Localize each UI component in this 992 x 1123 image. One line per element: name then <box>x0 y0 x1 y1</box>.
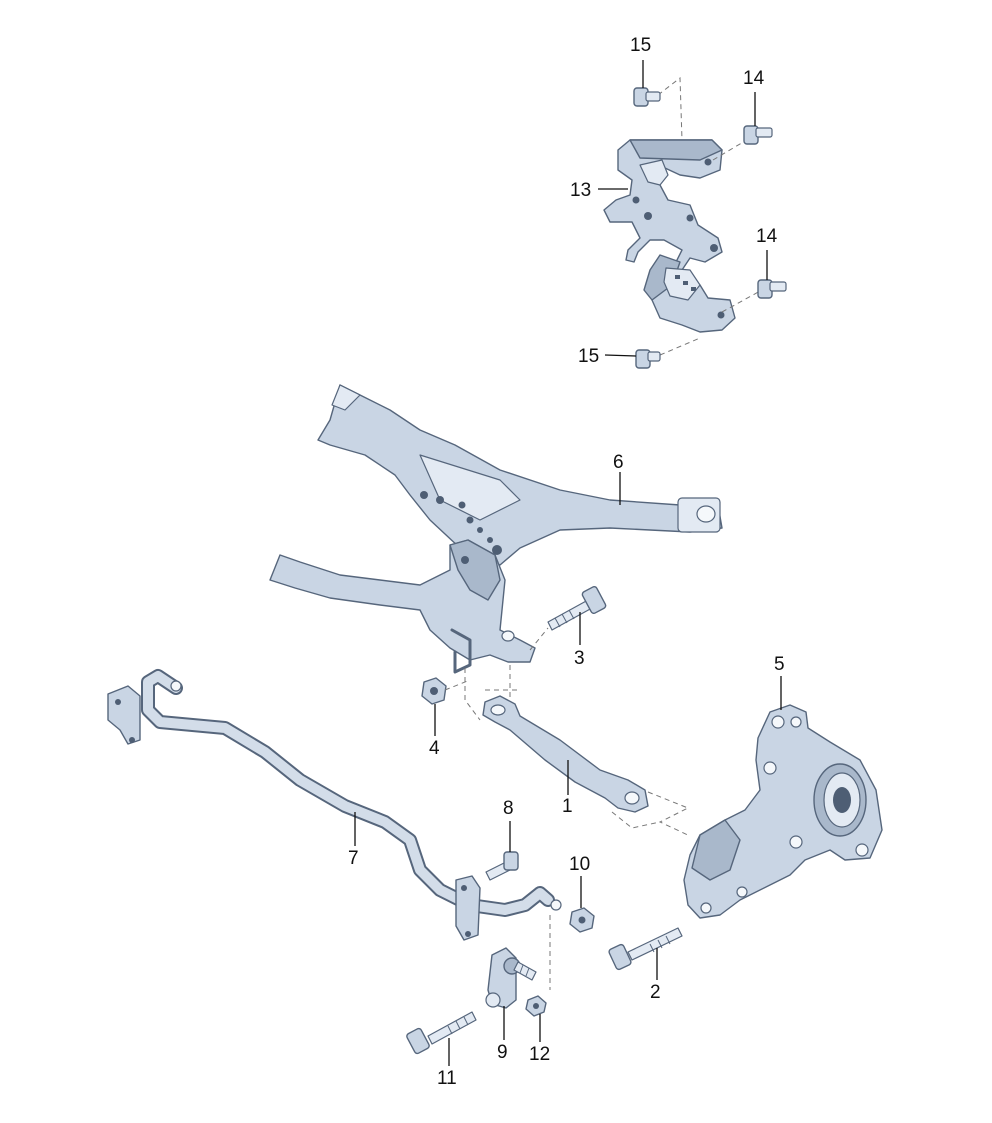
leader-lines <box>354 60 782 1066</box>
subframe-6 <box>269 384 723 674</box>
nut-10 <box>569 907 595 933</box>
bolt-2 <box>608 927 683 971</box>
anti-roll-bar-7 <box>107 669 562 941</box>
bolt-3 <box>547 586 607 631</box>
callout-5: 5 <box>774 654 785 675</box>
callout-9: 9 <box>497 1042 508 1063</box>
bolt-8 <box>485 851 519 881</box>
callout-15-lower: 15 <box>578 346 599 367</box>
callout-11: 11 <box>437 1068 457 1089</box>
bolt-14-lower <box>757 279 787 299</box>
bracket-13 <box>603 139 736 333</box>
nut-12 <box>525 995 547 1017</box>
callout-1: 1 <box>562 796 573 817</box>
bolt-15-top <box>633 87 661 107</box>
bolt-15-lower <box>635 349 661 369</box>
link-1 <box>482 695 649 813</box>
coupling-rod-9 <box>485 947 537 1009</box>
bolt-11 <box>406 1011 477 1055</box>
callout-7: 7 <box>348 848 359 869</box>
callout-labels: 15 14 13 14 15 6 3 4 5 1 8 7 10 2 9 12 1… <box>348 35 785 1089</box>
callout-4: 4 <box>429 738 440 759</box>
callout-2: 2 <box>650 982 661 1003</box>
callout-10: 10 <box>569 854 590 875</box>
callout-12: 12 <box>529 1044 550 1065</box>
nut-4 <box>421 677 447 705</box>
callout-6: 6 <box>613 452 624 473</box>
callout-14-top: 14 <box>743 68 765 89</box>
callout-8: 8 <box>503 798 514 819</box>
callout-14-lower: 14 <box>756 226 778 247</box>
callout-15-top: 15 <box>630 35 651 56</box>
callout-13: 13 <box>570 180 591 201</box>
wheel-bearing-housing-5 <box>683 704 883 919</box>
bolt-14-top <box>743 125 773 145</box>
callout-3: 3 <box>574 648 585 669</box>
